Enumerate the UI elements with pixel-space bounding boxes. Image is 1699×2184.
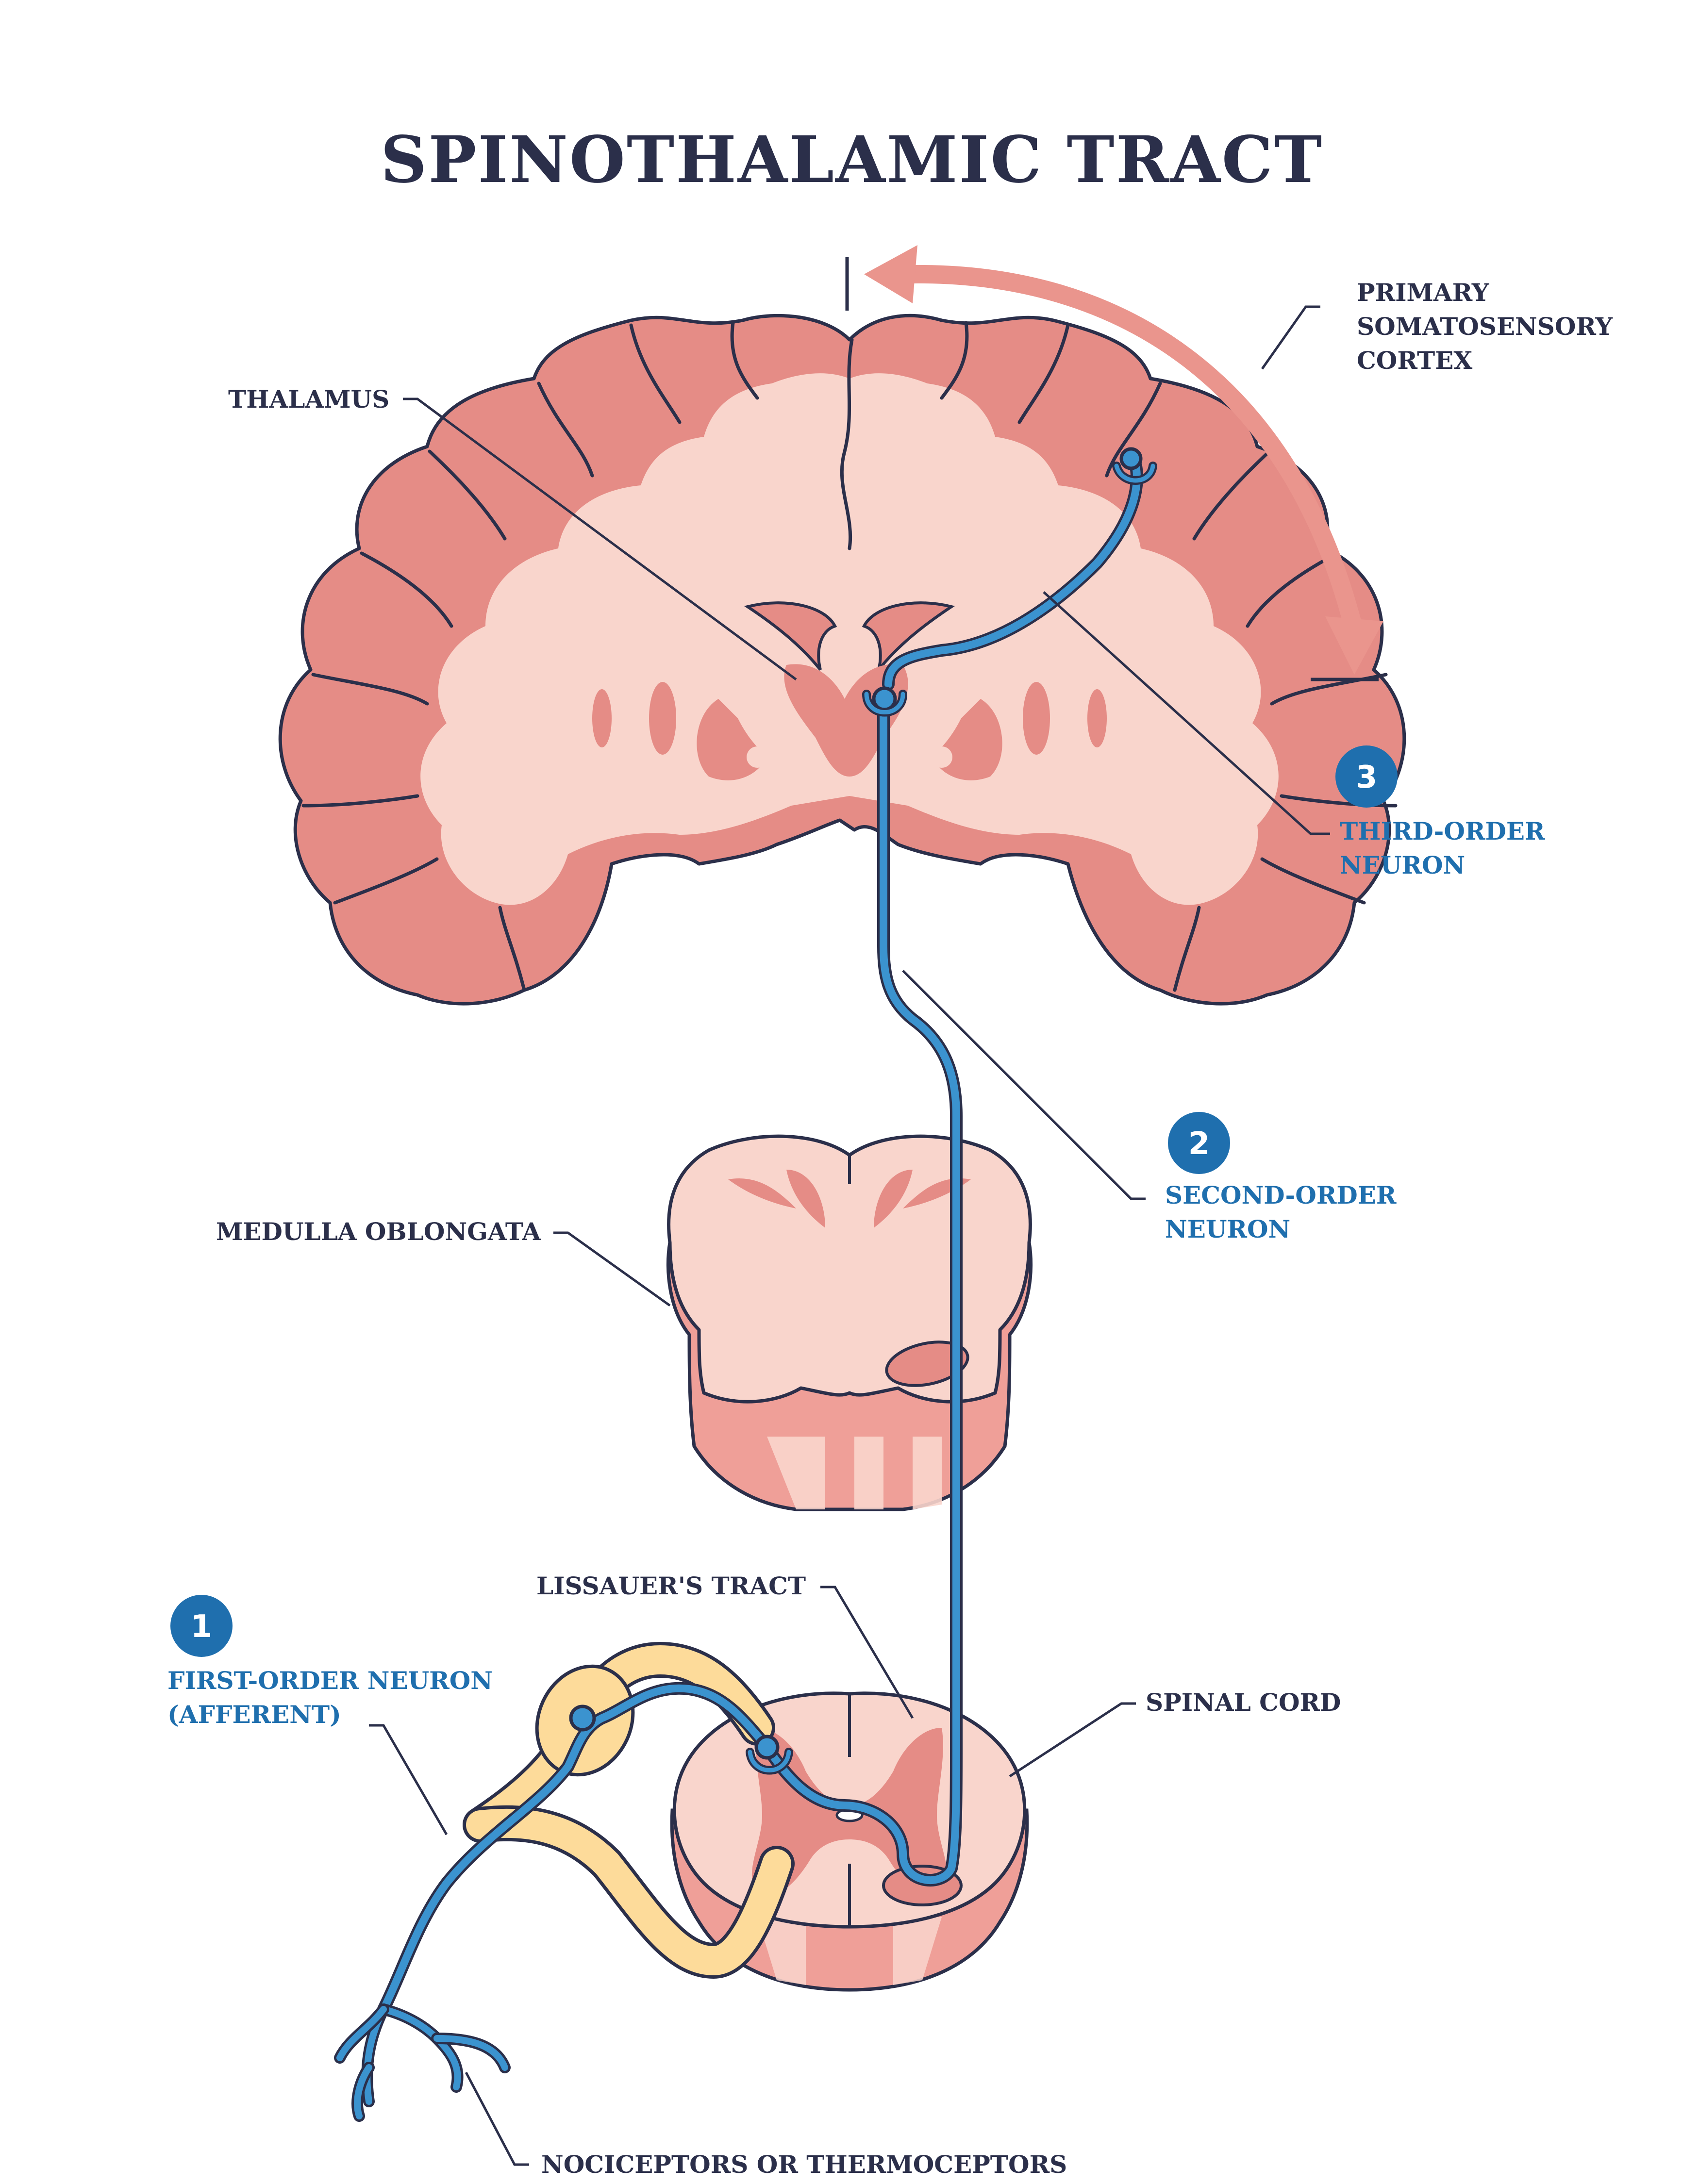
medulla-top bbox=[667, 1134, 1032, 1404]
badge-1-number: 1 bbox=[191, 1609, 213, 1645]
label-lissauer: LISSAUER'S TRACT bbox=[536, 1572, 806, 1600]
label-cortex-line1: PRIMARY bbox=[1357, 278, 1490, 307]
label-second-order-line1: SECOND-ORDER bbox=[1165, 1181, 1397, 1209]
label-spinal-cord: SPINAL CORD bbox=[1146, 1688, 1341, 1717]
label-second-order-line2: NEURON bbox=[1165, 1215, 1290, 1243]
label-first-order-line1: FIRST-ORDER NEURON bbox=[167, 1666, 493, 1695]
label-cortex-line2: SOMATOSENSORY bbox=[1357, 312, 1613, 341]
lateral-ventricle-right bbox=[862, 601, 955, 671]
medulla-oblongata-section bbox=[666, 1134, 1033, 1511]
badge-2-number: 2 bbox=[1188, 1126, 1210, 1162]
medulla-tract bbox=[885, 1340, 969, 1387]
brain-white-matter bbox=[420, 373, 1279, 905]
insula-left bbox=[592, 689, 612, 747]
brain-sulci bbox=[301, 321, 1398, 992]
lateral-ventricle-left bbox=[744, 601, 837, 671]
label-medulla: MEDULLA OBLONGATA bbox=[216, 1217, 541, 1246]
putamen-right bbox=[1023, 682, 1050, 755]
dorsal-root-ganglion-nerve bbox=[463, 1641, 795, 1979]
brain-coronal-section bbox=[278, 314, 1406, 1006]
leader-lines bbox=[369, 305, 1330, 2166]
label-cortex-line3: CORTEX bbox=[1357, 346, 1472, 375]
putamen-left bbox=[649, 682, 676, 755]
label-third-order-line2: NEURON bbox=[1340, 851, 1465, 879]
insula-right bbox=[1087, 689, 1107, 747]
synapse-spinal bbox=[754, 1735, 780, 1760]
label-first-order-line2: (AFFERENT) bbox=[167, 1700, 341, 1729]
badge-1 bbox=[170, 1595, 233, 1657]
neuron-pathway bbox=[334, 447, 1157, 2122]
label-third-order-line1: THIRD-ORDER bbox=[1340, 817, 1545, 845]
ganglion-cell-body bbox=[569, 1704, 596, 1732]
label-thalamus: THALAMUS bbox=[228, 385, 389, 414]
badge-3-number: 3 bbox=[1356, 760, 1378, 795]
cortex-arrow bbox=[845, 245, 1383, 681]
badge-3 bbox=[1335, 745, 1398, 808]
label-receptors: NOCICEPTORS OR THERMOCEPTORS bbox=[541, 2150, 1067, 2179]
diagram-title: SPINOTHALAMIC TRACT bbox=[381, 122, 1323, 198]
badge-2 bbox=[1168, 1112, 1230, 1174]
synapse-cortex bbox=[1119, 447, 1143, 470]
